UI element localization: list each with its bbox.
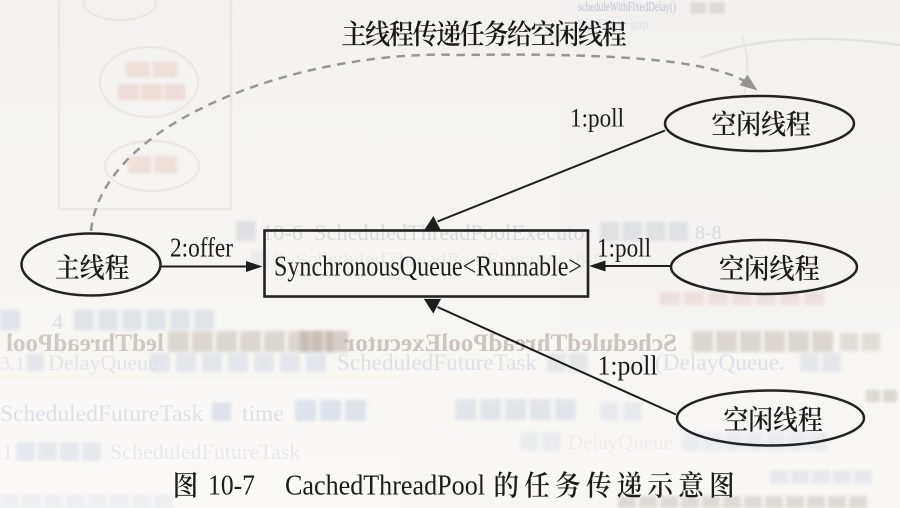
svg-text:10-6 ScheduledThreadPoolExecu: 10-6 ScheduledThreadPoolExecutor <box>262 220 593 245</box>
svg-text:2:offer: 2:offer <box>170 233 233 263</box>
svg-text:1:poll: 1:poll <box>598 350 658 381</box>
svg-text:1: 1 <box>2 439 13 464</box>
svg-text:DelayQueue: DelayQueue <box>568 430 673 454</box>
svg-text:1:poll: 1:poll <box>597 233 651 263</box>
svg-text:ledThreadPool: ledThreadPool <box>6 330 164 357</box>
svg-text:10-7: 10-7 <box>208 470 255 502</box>
svg-text:ScheduledFutureTask: ScheduledFutureTask <box>337 350 537 375</box>
svg-text:DelayQueue: DelayQueue <box>48 350 158 375</box>
svg-text:8-8: 8-8 <box>695 222 722 244</box>
svg-text:1:poll: 1:poll <box>570 103 624 133</box>
svg-text:ScheduledFutureTask: ScheduledFutureTask <box>110 439 300 464</box>
svg-text:3.1: 3.1 <box>0 353 25 375</box>
svg-text:(DelayQueue.: (DelayQueue. <box>655 350 785 375</box>
svg-text:4: 4 <box>52 309 63 334</box>
svg-text:SynchronousQueue<Runnable>: SynchronousQueue<Runnable> <box>274 251 582 283</box>
svg-text:ScheduledThreadPoolExecutor: ScheduledThreadPoolExecutor <box>344 330 677 357</box>
svg-text:scheduleWithFixedDelay(): scheduleWithFixedDelay() <box>578 0 676 15</box>
svg-text:8 ScheduledThreadPoolExecutor: 8 ScheduledThreadPoolExecutor 8-8 <box>274 249 604 271</box>
svg-text:time: time <box>242 401 284 427</box>
svg-text:ScheduledFutureTask: ScheduledFutureTask <box>0 401 204 427</box>
svg-text:CachedThreadPool: CachedThreadPool <box>285 470 485 502</box>
